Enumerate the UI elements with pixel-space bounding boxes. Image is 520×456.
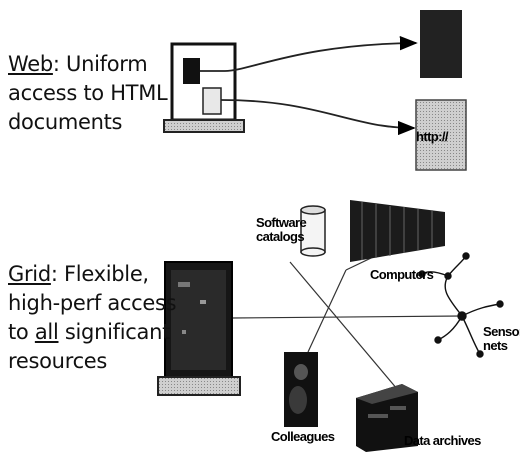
software-catalogs-icon [300,205,326,257]
sensor-nets-icon [418,252,504,358]
sensor-label-line2: nets [483,338,508,353]
web-caption-line1: Web: Uniform [8,50,167,79]
data-archives-icon [356,384,418,452]
grid-caption-line3: to all significant [8,318,176,347]
web-document-url [415,99,467,171]
software-catalogs-label: Software catalogs [256,215,307,244]
software-label-line1: Software [256,215,307,230]
web-caption-line2: access to HTML [8,81,168,105]
grid-caption-line3-post: significant [58,320,171,344]
colleagues-icon [284,352,318,427]
web-caption-line3: documents [8,110,123,134]
url-label: http:// [416,129,449,144]
grid-caption-line2: high-perf access [8,291,177,315]
web-caption: Web: Uniform access to HTML documents [8,50,168,137]
colleagues-label: Colleagues [271,429,335,444]
grid-keyword: Grid [8,262,51,286]
software-label-line2: catalogs [256,229,305,244]
sensor-label-line1: Sensor [483,324,520,339]
grid-all-keyword: all [34,320,59,344]
web-document-dark [420,10,462,78]
web-caption-rest: : Uniform [52,52,148,76]
grid-caption-line1: Grid: Flexible, [8,260,176,289]
grid-caption-rest: : Flexible, [50,262,149,286]
grid-links [231,247,463,397]
sensor-nets-label: Sensor nets [483,325,520,353]
grid-caption-line3-pre: to [8,320,35,344]
computers-label: Computers [370,267,434,282]
web-keyword: Web [8,52,53,76]
computers-icon [350,200,445,262]
web-computer [163,42,245,133]
grid-caption-line4: resources [8,349,108,373]
data-archives-label: Data archives [404,433,481,448]
grid-caption: Grid: Flexible, high-perf access to all … [8,260,177,376]
web-links [200,35,418,136]
grid-workstation [157,261,241,396]
